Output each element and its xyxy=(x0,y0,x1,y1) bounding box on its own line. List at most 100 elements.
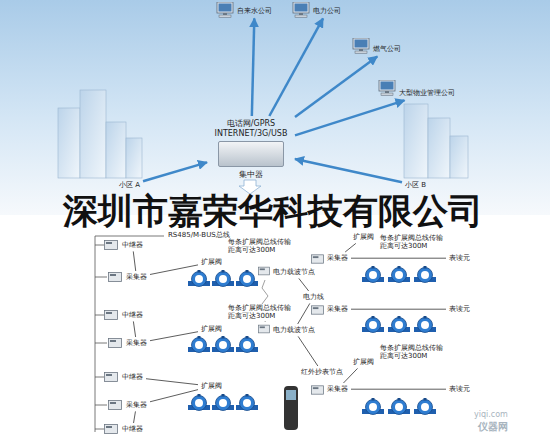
node-text: 表读元 xyxy=(449,385,470,393)
concentrator-icon xyxy=(218,141,284,167)
infrared-node-label: 红外抄表节点 xyxy=(300,368,344,376)
bus-wire xyxy=(351,309,446,310)
network-arrow xyxy=(295,159,402,182)
carrier-node-icon xyxy=(258,325,269,333)
collector-icon xyxy=(109,401,122,410)
bus-wire xyxy=(345,243,356,252)
down-arrow xyxy=(239,180,261,194)
valve-label: 扩展阀 xyxy=(200,325,223,333)
meter-icon xyxy=(414,316,436,333)
valve-label: 扩展阀 xyxy=(200,258,223,266)
sky-background xyxy=(0,0,550,215)
repeater-label: 中继器 xyxy=(121,373,144,381)
bus-wire xyxy=(150,390,198,402)
bus-wire xyxy=(133,321,135,337)
district-label: 小区 A xyxy=(118,180,141,190)
meter-icon xyxy=(236,270,258,287)
node-text: 小区 B xyxy=(405,181,426,189)
reader-label: 表读元 xyxy=(448,254,471,262)
power-line-label: 电力线 xyxy=(302,293,325,301)
computer-icon xyxy=(293,2,309,18)
node-text: 采集器 xyxy=(327,305,348,313)
node-text: 中继器 xyxy=(122,373,143,381)
network-arrow xyxy=(295,56,377,117)
node-text: 采集器 xyxy=(126,339,147,347)
meter-icon xyxy=(388,266,410,283)
network-arrow xyxy=(143,162,207,181)
node-text: 采集器 xyxy=(327,254,348,262)
bus-wire xyxy=(298,336,318,366)
district-label: 小区 B xyxy=(404,180,427,190)
network-arrow xyxy=(295,100,404,135)
carrier-node-icon xyxy=(258,267,269,275)
meter-icon xyxy=(188,270,210,287)
node-text: 采集器 xyxy=(327,385,348,393)
node-text: 电力载波节点 xyxy=(273,326,315,334)
collector-icon xyxy=(311,306,323,314)
node-text: 扩展阀 xyxy=(353,358,374,366)
collector-label: 采集器 xyxy=(125,339,148,347)
network-arrow xyxy=(252,18,254,116)
company-label: 自来水公司 xyxy=(236,6,273,16)
watermark: 仪器网 xyxy=(478,421,508,433)
collector-label: 采集器 xyxy=(326,385,349,393)
meter-icon xyxy=(212,336,234,353)
carrier-node-label: 电力载波节点 xyxy=(272,326,316,334)
node-text: 扩展阀 xyxy=(353,233,374,241)
buildings-left xyxy=(58,90,142,178)
collector-label: 采集器 xyxy=(125,273,148,281)
bus-wire xyxy=(150,265,198,275)
computer-icon xyxy=(353,38,369,54)
meter-icon xyxy=(362,398,384,415)
collector-label: 采集器 xyxy=(125,401,148,409)
meter-icon xyxy=(188,336,210,353)
bus-wire xyxy=(133,251,135,271)
node-text: 扩展阀 xyxy=(201,258,222,266)
meter-icon xyxy=(362,266,384,283)
node-text: 电力公司 xyxy=(313,7,341,15)
valve-label: 扩展阀 xyxy=(352,358,375,366)
node-text: 采集器 xyxy=(126,401,147,409)
valve-label: 扩展阀 xyxy=(200,382,223,390)
node-text: 中继器 xyxy=(122,311,143,319)
node-text: 小区 A xyxy=(119,181,140,189)
range-note: 每条扩展阀总线传输距离可达300M xyxy=(380,344,444,361)
collector-icon xyxy=(311,255,323,263)
range-note: 每条扩展阀总线传输距离可达300M xyxy=(228,238,292,255)
node-text: 集中器 xyxy=(210,170,292,180)
meter-icon xyxy=(188,394,210,411)
repeater-icon xyxy=(105,425,118,434)
repeater-icon xyxy=(105,373,118,382)
computer-icon xyxy=(217,2,233,18)
bus-wire xyxy=(351,258,446,259)
node-text: 大型物业管理公司 xyxy=(399,89,455,97)
repeater-icon xyxy=(105,311,118,320)
meter-icon xyxy=(362,316,384,333)
buildings-right xyxy=(404,104,468,178)
collector-label: 采集器 xyxy=(326,254,349,262)
meter-icon xyxy=(212,394,234,411)
meter-icon xyxy=(388,398,410,415)
company-label: 燃气公司 xyxy=(372,44,402,54)
bus-wires xyxy=(95,236,268,432)
meter-icon xyxy=(236,394,258,411)
reader-label: 表读元 xyxy=(448,385,471,393)
watermark: 深圳市嘉荣华科技有限公司 xyxy=(63,194,483,229)
node-text: 自来水公司 xyxy=(237,7,272,15)
collector-icon xyxy=(311,386,323,394)
collector-label: 采集器 xyxy=(326,305,349,313)
collector-icon xyxy=(109,339,122,348)
bus-wire xyxy=(351,389,446,390)
meter-icon xyxy=(236,336,258,353)
watermark: yiqi.com xyxy=(474,410,508,420)
repeater-label: 中继器 xyxy=(121,241,144,249)
repeater-icon xyxy=(105,241,118,250)
node-text: 电话网/GPRS INTERNET/3G/USB xyxy=(210,119,292,138)
repeater-label: 中继器 xyxy=(121,311,144,319)
computer-icon xyxy=(379,80,395,96)
range-note: 每条扩展阀总线传输距离可达300M xyxy=(380,234,444,251)
collector-icon xyxy=(109,273,122,282)
carrier-node-label: 电力载波节点 xyxy=(272,268,316,276)
